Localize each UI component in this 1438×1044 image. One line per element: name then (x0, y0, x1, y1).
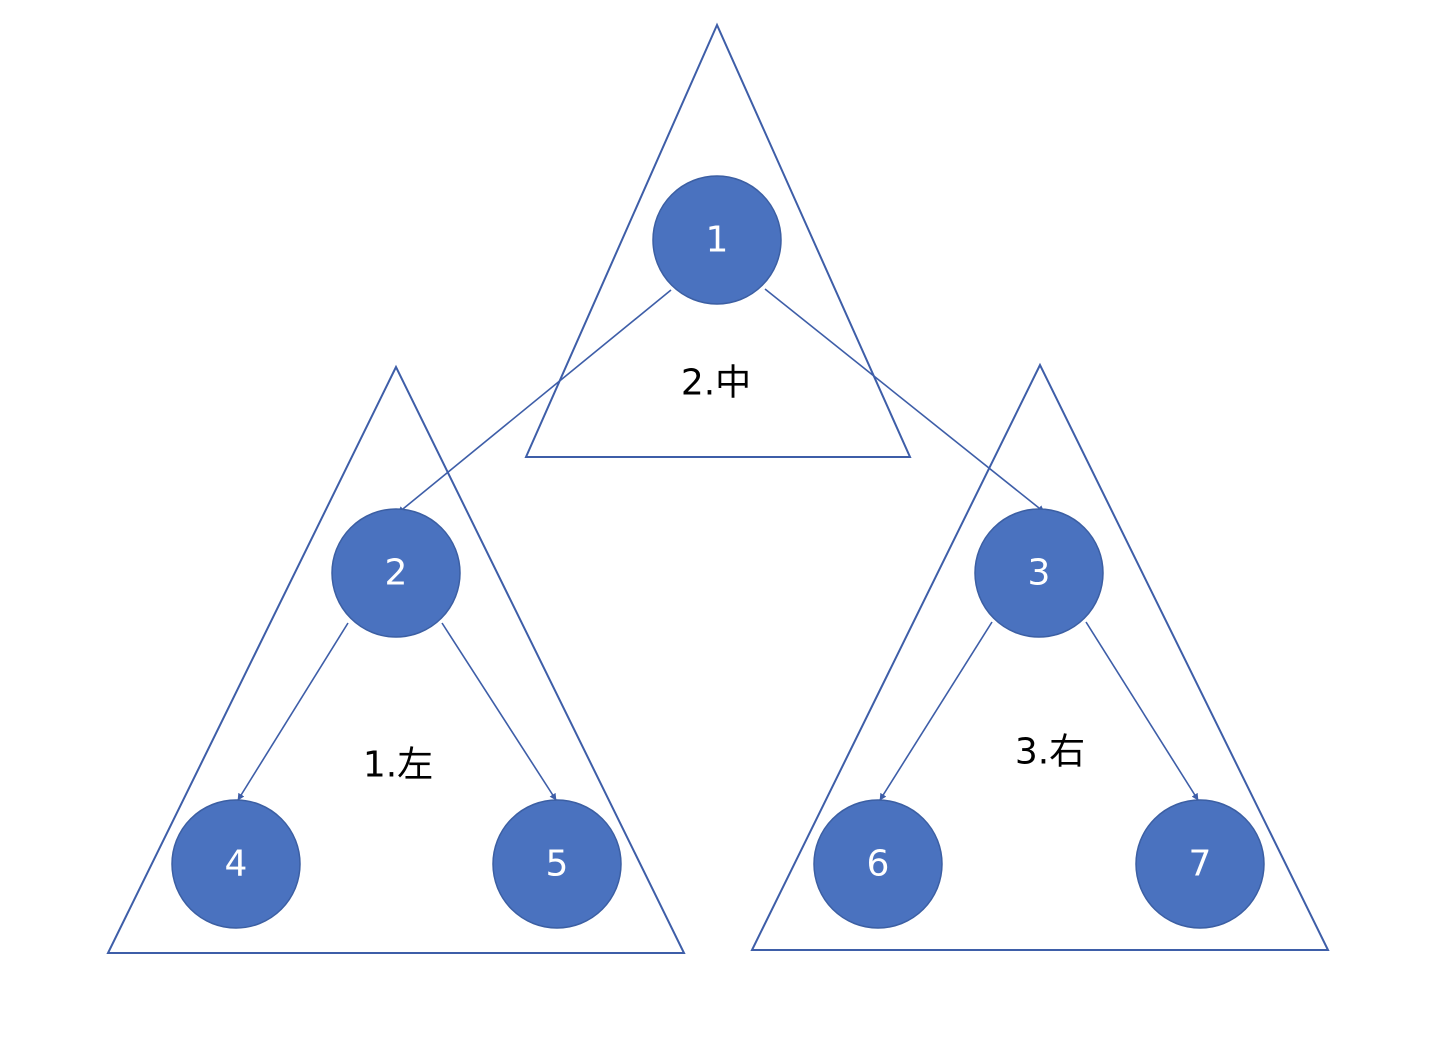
node-5: 5 (492, 799, 622, 929)
node-7: 7 (1135, 799, 1265, 929)
node-5-circle (492, 799, 622, 929)
edge-3-to-7 (1085, 621, 1199, 801)
node-5-label: 5 (546, 844, 569, 885)
region-label-left: 1.左 (363, 745, 433, 786)
node-1-label: 1 (706, 220, 729, 261)
node-4: 4 (171, 799, 301, 929)
node-2: 2 (331, 508, 461, 638)
edge-2-to-5 (441, 622, 557, 801)
node-6: 6 (813, 799, 943, 929)
edge-3-to-6 (879, 621, 993, 801)
node-2-label: 2 (385, 553, 408, 594)
triangle-left-subtree (106, 364, 686, 954)
node-7-circle (1135, 799, 1265, 929)
node-3: 3 (974, 508, 1104, 638)
node-4-label: 4 (225, 844, 248, 885)
region-label-middle: 2.中 (681, 363, 751, 404)
node-3-label: 3 (1028, 553, 1051, 594)
node-1-circle (652, 175, 782, 305)
node-2-circle (331, 508, 461, 638)
node-6-circle (813, 799, 943, 929)
edge-2-to-4 (237, 622, 349, 801)
node-4-circle (171, 799, 301, 929)
region-label-right: 3.右 (1015, 732, 1085, 773)
edge-1-to-3 (764, 288, 1045, 513)
edge-1-to-2 (397, 289, 672, 514)
node-6-label: 6 (867, 844, 890, 885)
node-1: 1 (652, 175, 782, 305)
triangle-middle-subtree (524, 22, 912, 458)
node-7-label: 7 (1189, 844, 1212, 885)
node-3-circle (974, 508, 1104, 638)
triangle-right-subtree (750, 362, 1330, 951)
